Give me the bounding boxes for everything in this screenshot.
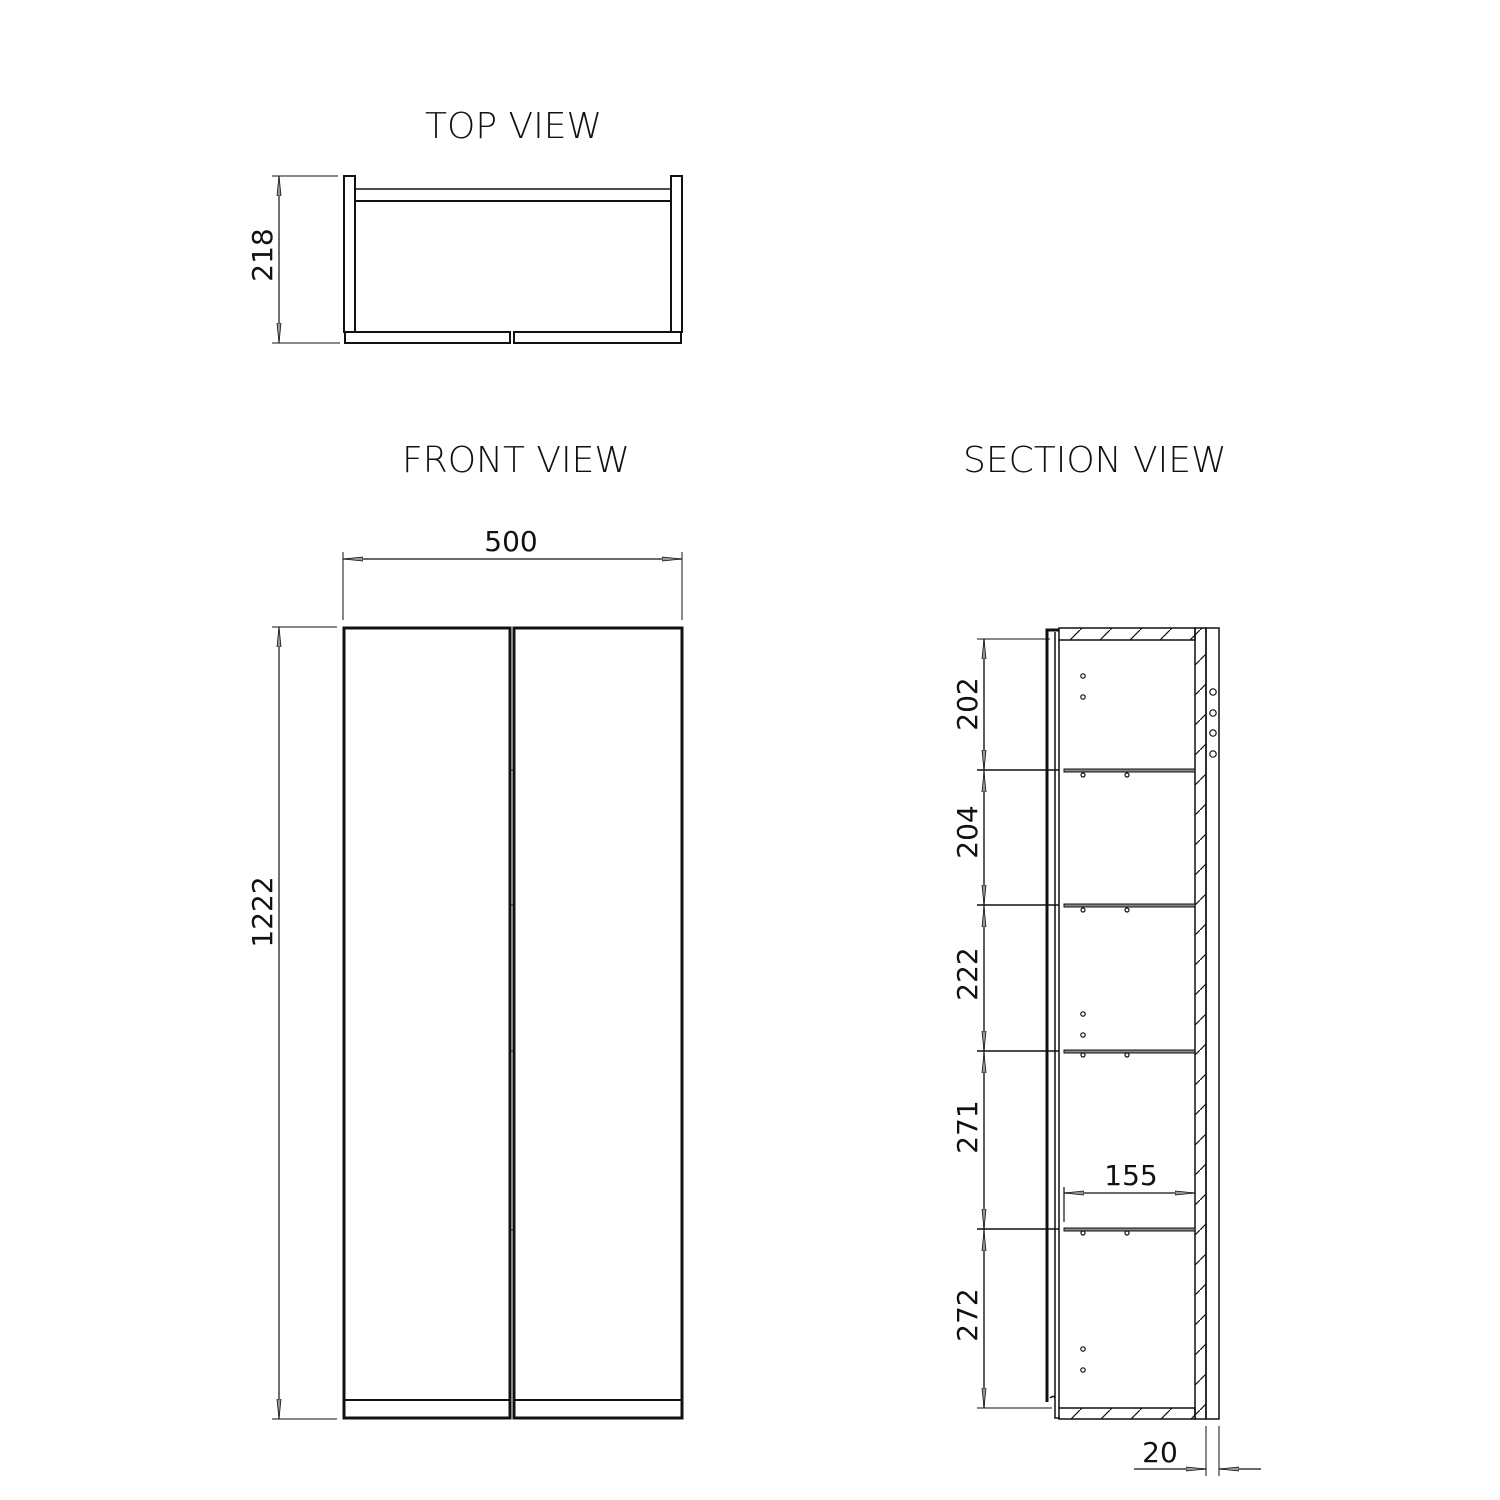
- inner-depth-dimension: 155: [1104, 1159, 1157, 1192]
- back-thickness-dimension: 20: [1142, 1436, 1178, 1469]
- shelf-spacing-1: 202: [951, 677, 984, 730]
- shelf-pin-holes: [1080, 673, 1217, 1373]
- front-height-dimension: 1222: [246, 876, 279, 947]
- top-depth-dimension: 218: [246, 228, 279, 281]
- top-view: 218: [246, 175, 683, 344]
- shelf-spacing-3: 222: [951, 947, 984, 1000]
- shelves: [977, 768, 1196, 1232]
- section-view-title: SECTION VIEW: [963, 440, 1227, 481]
- shelf-spacing-4: 271: [951, 1100, 984, 1153]
- shelf-spacing-2: 204: [951, 805, 984, 858]
- front-view-title: FRONT VIEW: [402, 440, 631, 481]
- front-width-dimension: 500: [484, 525, 537, 558]
- section-view: 202 204 222 271 272: [951, 627, 1261, 1476]
- shelf-spacing-5: 272: [951, 1288, 984, 1341]
- top-view-title: TOP VIEW: [425, 106, 603, 147]
- front-view: 500 1222: [246, 525, 684, 1420]
